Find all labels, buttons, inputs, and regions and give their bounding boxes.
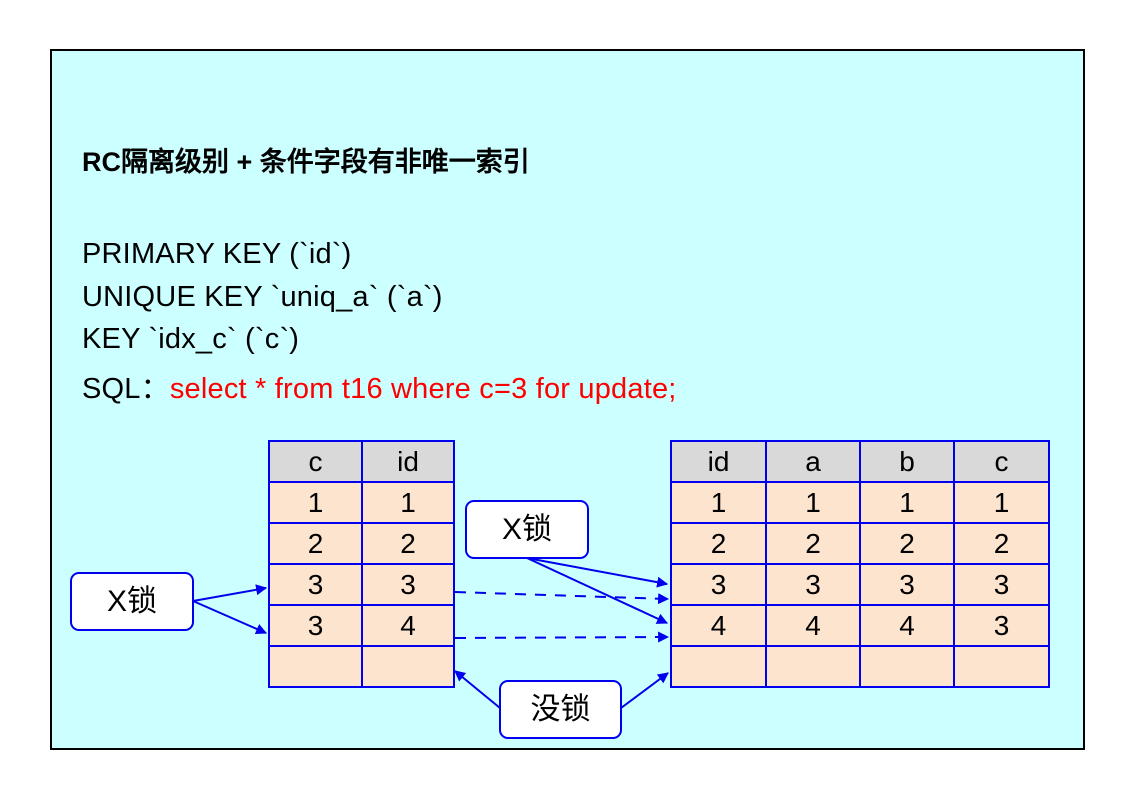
index-cell	[268, 645, 363, 688]
index-table: c id 1 1 2 2 3 3 3 4	[268, 440, 455, 688]
data-table-row: 2 2 2 2	[670, 522, 1050, 565]
data-cell: 4	[670, 604, 767, 647]
index-table-row: 1 1	[268, 481, 455, 524]
index-cell: 2	[268, 522, 363, 565]
data-table-header-row: id a b c	[670, 440, 1050, 483]
unique-key-line: UNIQUE KEY `uniq_a` (`a`)	[82, 281, 443, 313]
key-line: KEY `idx_c` (`c`)	[82, 323, 300, 355]
data-header-b: b	[859, 440, 955, 483]
index-table-row: 3 4	[268, 604, 455, 647]
data-header-id: id	[670, 440, 767, 483]
index-cell: 3	[361, 563, 455, 606]
index-cell: 1	[268, 481, 363, 524]
data-cell: 2	[765, 522, 861, 565]
diagram-title: RC隔离级别 + 条件字段有非唯一索引	[82, 147, 530, 177]
data-header-a: a	[765, 440, 861, 483]
data-table: id a b c 1 1 1 1 2 2 2 2 3 3 3 3 4 4 4 3	[670, 440, 1050, 688]
data-cell: 2	[953, 522, 1050, 565]
index-cell: 3	[268, 604, 363, 647]
index-cell	[361, 645, 455, 688]
sql-line: SQL：select * from t16 where c=3 for upda…	[82, 365, 677, 407]
index-table-row: 3 3	[268, 563, 455, 606]
data-cell	[670, 645, 767, 688]
data-cell: 4	[765, 604, 861, 647]
left-lock-callout: X锁	[70, 572, 194, 631]
data-cell	[859, 645, 955, 688]
no-lock-callout: 没锁	[499, 680, 622, 739]
index-cell: 2	[361, 522, 455, 565]
index-table-row	[268, 645, 455, 688]
data-header-c: c	[953, 440, 1050, 483]
sql-label: SQL：	[82, 373, 170, 405]
data-cell: 1	[670, 481, 767, 524]
middle-lock-callout: X锁	[465, 500, 589, 559]
data-cell: 3	[953, 563, 1050, 606]
data-cell: 3	[670, 563, 767, 606]
data-table-row: 4 4 4 3	[670, 604, 1050, 647]
data-cell	[953, 645, 1050, 688]
data-cell: 1	[953, 481, 1050, 524]
data-cell: 3	[765, 563, 861, 606]
data-cell: 2	[859, 522, 955, 565]
data-table-row: 1 1 1 1	[670, 481, 1050, 524]
data-table-row: 3 3 3 3	[670, 563, 1050, 606]
data-cell: 3	[953, 604, 1050, 647]
primary-key-line: PRIMARY KEY (`id`)	[82, 238, 352, 270]
index-header-id: id	[361, 440, 455, 483]
index-cell: 3	[268, 563, 363, 606]
data-cell: 1	[765, 481, 861, 524]
index-cell: 1	[361, 481, 455, 524]
index-header-c: c	[268, 440, 363, 483]
data-cell: 4	[859, 604, 955, 647]
index-table-header-row: c id	[268, 440, 455, 483]
index-table-row: 2 2	[268, 522, 455, 565]
sql-statement: select * from t16 where c=3 for update;	[169, 373, 677, 405]
data-cell: 2	[670, 522, 767, 565]
data-table-row	[670, 645, 1050, 688]
index-cell: 4	[361, 604, 455, 647]
data-cell: 1	[859, 481, 955, 524]
data-cell: 3	[859, 563, 955, 606]
data-cell	[765, 645, 861, 688]
